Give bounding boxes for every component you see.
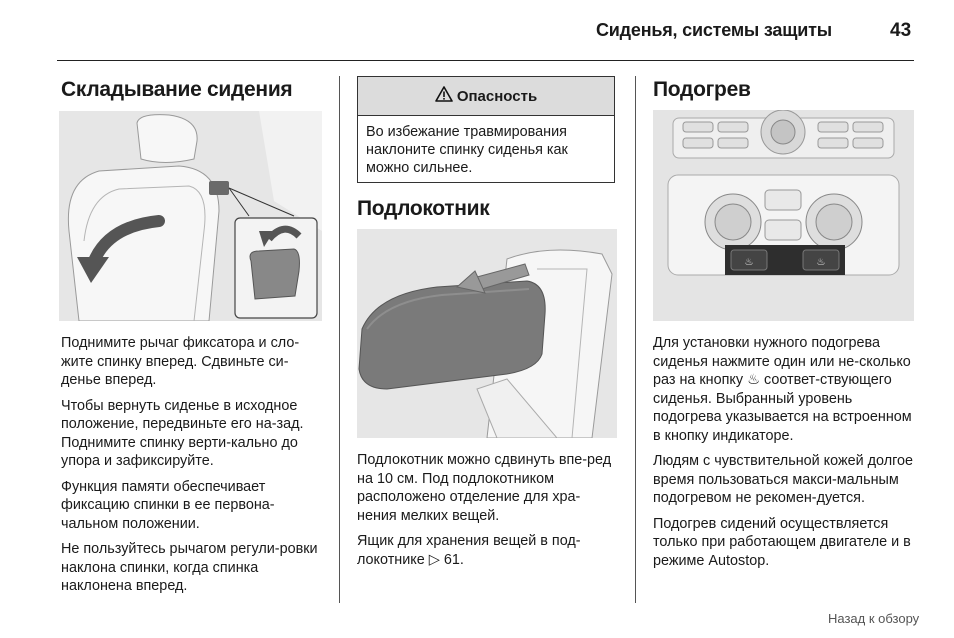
svg-text:♨: ♨ — [745, 257, 754, 268]
paragraph: Поднимите рычаг фиксатора и сло-жите спи… — [61, 335, 300, 388]
paragraph: Не пользуйтесь рычагом регули-ровки накл… — [61, 541, 318, 594]
paragraph: Подогрев сидений осуществляется только п… — [653, 515, 911, 569]
paragraph: Функция памяти обеспечивает фиксацию спи… — [61, 478, 275, 532]
heading-seat-folding: Складывание сидения — [61, 78, 293, 101]
svg-text:♨: ♨ — [817, 257, 826, 268]
storage-reference-text: Ящик для хранения вещей в под-локотнике — [357, 533, 581, 568]
header-divider — [57, 60, 914, 61]
paragraph: Людям с чувствительной кожей долгое врем… — [653, 453, 914, 506]
armrest-image — [357, 229, 617, 438]
warning-text: Во избежание травмирования наклоните спи… — [366, 124, 568, 176]
heading-armrest: Подлокотник — [357, 197, 490, 220]
paragraph-with-reference: Ящик для хранения вещей в под-локотнике … — [357, 532, 617, 569]
seat-folding-image — [59, 111, 322, 321]
armrest-text: Подлокотник можно сдвинуть впе-ред на 10… — [357, 451, 617, 576]
seat-folding-text: Поднимите рычаг фиксатора и сло-жите спи… — [61, 334, 326, 603]
heated-seat-controls-image: ♨ ♨ — [653, 110, 914, 321]
section-title: Сиденья, системы защиты — [596, 20, 832, 40]
back-to-overview-link[interactable]: Назад к обзору — [828, 611, 920, 626]
warning-title: Опасность — [456, 87, 538, 105]
page-number: 43 — [890, 20, 912, 41]
warning-header: Опасность — [358, 77, 614, 116]
warning-triangle-icon — [435, 86, 453, 106]
paragraph: Подлокотник можно сдвинуть впе-ред на 10… — [357, 452, 612, 524]
danger-warning-box: Опасность Во избежание травмирования нак… — [357, 76, 615, 183]
page-reference-link[interactable]: 61. — [443, 551, 464, 568]
heating-text: Для установки нужного подогрева сиденья … — [653, 334, 918, 577]
heading-heating: Подогрев — [653, 78, 751, 101]
page-reference-arrow-icon: ▷ — [428, 551, 440, 568]
paragraph: Чтобы вернуть сиденье в исходное положен… — [61, 397, 304, 470]
paragraph: Для установки нужного подогрева сиденья … — [653, 335, 912, 444]
column-divider-1 — [339, 76, 340, 603]
column-divider-2 — [635, 76, 636, 603]
